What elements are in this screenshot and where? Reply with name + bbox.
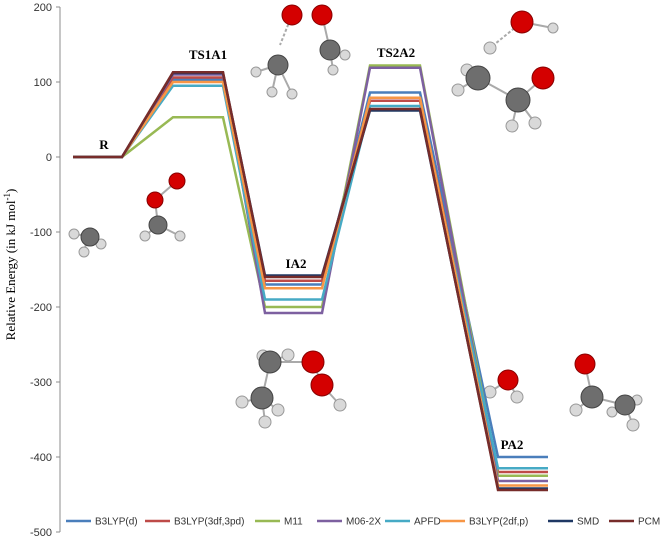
series-lines [73, 64, 548, 492]
series-line-5 [73, 80, 548, 487]
legend-label-0: B3LYP(d) [95, 517, 138, 528]
state-label-ia2: IA2 [286, 256, 307, 271]
molecule-illustrations [68, 4, 643, 432]
state-label-pa2: PA2 [501, 437, 524, 452]
y-tick-label: 200 [34, 2, 52, 14]
y-tick-label: -200 [30, 302, 52, 314]
legend-label-6: SMD [577, 517, 599, 528]
axes: 200 100 0 -100 -200 -300 -400 -500 Relative Ener… [2, 2, 61, 537]
aldehyde-molecule-icon [569, 353, 643, 432]
y-tick-label: 0 [46, 152, 52, 164]
y-axis-label: Relative Energy (in kJ mol-1) [2, 189, 18, 341]
ts1-molecule-icon [250, 4, 351, 100]
y-tick-label: -100 [30, 227, 52, 239]
legend-label-3: M06-2X [346, 517, 381, 528]
state-label-ts1a1: TS1A1 [189, 47, 227, 62]
y-tick-label: 100 [34, 77, 52, 89]
ia2-molecule-icon [235, 348, 347, 429]
y-tick-label: -300 [30, 377, 52, 389]
legend-label-5: B3LYP(2df,p) [469, 517, 528, 528]
state-label-ts2a2: TS2A2 [377, 45, 415, 60]
state-label-r: R [99, 137, 109, 152]
ts2-molecule-icon [451, 10, 559, 133]
reactant-molecule-icon [68, 172, 186, 258]
legend-label-2: M11 [284, 517, 303, 528]
y-tick-label: -500 [30, 527, 52, 537]
legend-label-1: B3LYP(3df,3pd) [174, 517, 244, 528]
y-tick-label: -400 [30, 452, 52, 464]
water-molecule-icon [483, 369, 524, 404]
legend-label-4: APFD [414, 517, 441, 528]
series-line-7 [73, 71, 548, 492]
legend-label-7: PCM [638, 517, 660, 528]
legend: B3LYP(d) B3LYP(3df,3pd) M11 M06-2X APFD B3LYP… [66, 517, 660, 528]
series-line-0 [73, 78, 548, 459]
